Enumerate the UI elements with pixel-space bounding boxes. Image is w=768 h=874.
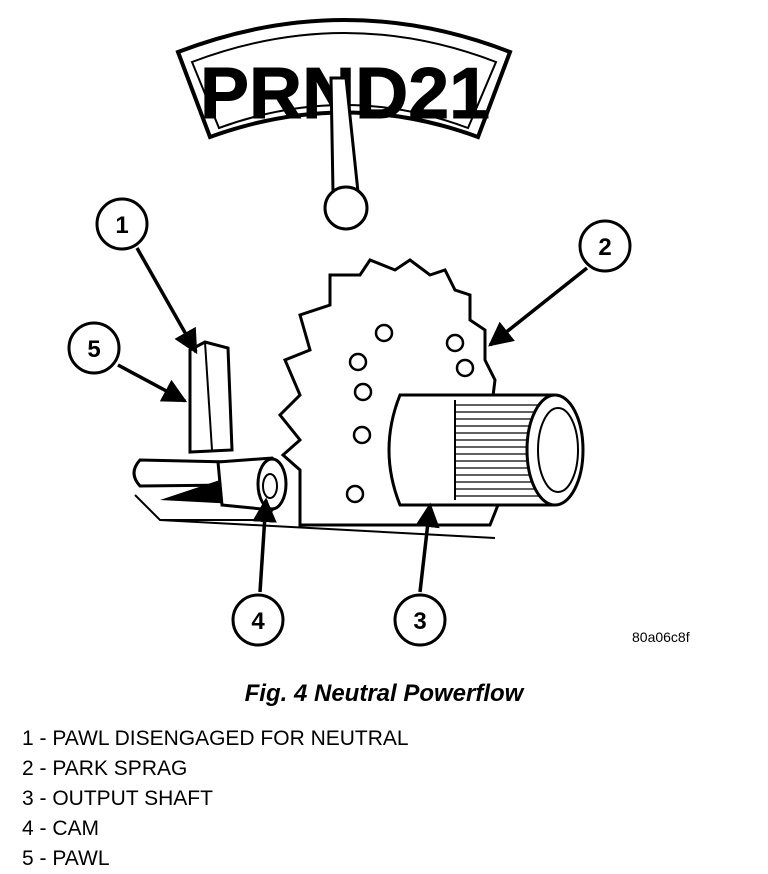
svg-text:1: 1 [115, 212, 128, 239]
svg-text:5: 5 [87, 336, 100, 363]
pawl [188, 340, 234, 454]
callout-4: 4 [231, 593, 285, 647]
figure-code: 80a06c8f [632, 629, 690, 645]
callout-3: 3 [393, 593, 447, 647]
callout-5: 5 [67, 321, 121, 375]
selector-knob [323, 185, 369, 231]
legend-item: 4 - CAM [22, 817, 100, 840]
svg-text:3: 3 [413, 608, 426, 635]
cam [132, 456, 288, 512]
legend-item: 5 - PAWL [22, 847, 110, 870]
output-shaft [387, 393, 585, 507]
svg-text:2: 2 [598, 234, 611, 261]
svg-text:4: 4 [251, 608, 265, 635]
figure-caption: Fig. 4 Neutral Powerflow [244, 680, 524, 707]
legend-item: 3 - OUTPUT SHAFT [22, 787, 213, 810]
legend-item: 2 - PARK SPRAG [22, 757, 188, 780]
base-line [134, 494, 496, 539]
callout-1: 1 [95, 197, 149, 251]
leader-arrows [117, 247, 589, 593]
neutral-powerflow-diagram: PRND21 [67, 18, 632, 647]
legend-list: 1 - PAWL DISENGAGED FOR NEUTRAL 2 - PARK… [22, 724, 409, 874]
legend-item: 1 - PAWL DISENGAGED FOR NEUTRAL [22, 727, 409, 750]
gear-selector-indicator: PRND21 [175, 18, 513, 231]
callout-2: 2 [578, 219, 632, 273]
